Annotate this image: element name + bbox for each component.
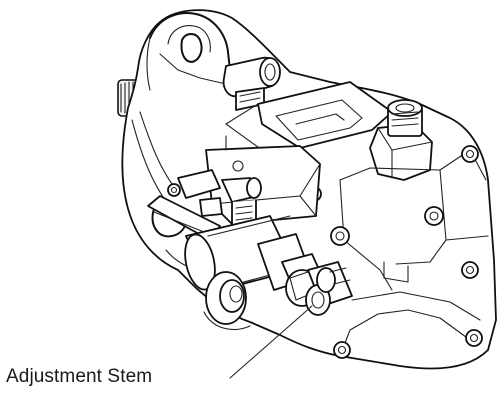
hex-port-fitting — [369, 99, 433, 181]
top-cover-plate — [225, 81, 393, 151]
lifting-boss — [146, 12, 231, 91]
callout-leader — [229, 305, 313, 379]
adjustment-stem-label: Adjustment Stem — [6, 366, 153, 387]
lower-port-boss — [203, 271, 251, 330]
adjustment-stem-assembly — [281, 253, 353, 316]
pilot-fittings — [177, 169, 262, 227]
